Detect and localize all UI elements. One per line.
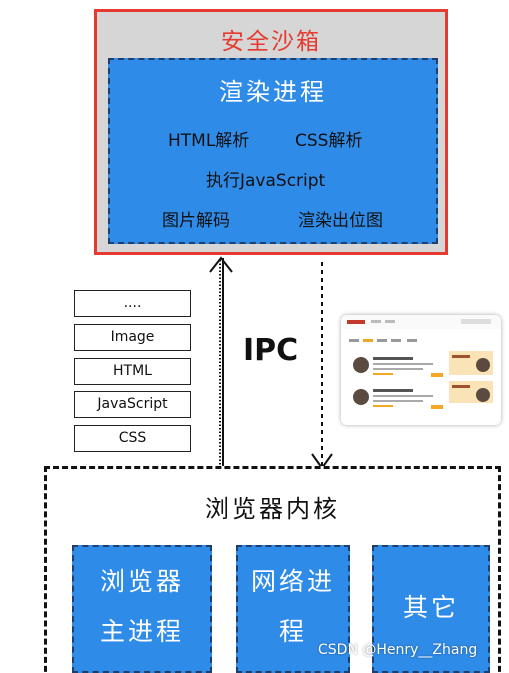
render-process-box: 渲染进程 HTML解析 CSS解析 执行JavaScript 图片解码 渲染出位… (108, 58, 438, 244)
webpage-thumbnail-graphic (341, 315, 501, 425)
browser-main-process-line2: 主进程 (99, 617, 184, 646)
ipc-label: IPC (243, 333, 299, 368)
other-process-box: 其它 (372, 545, 490, 673)
network-process-line2: 程 (278, 617, 307, 646)
arrow-up-to-sandbox (209, 256, 233, 468)
message-box-html: HTML (74, 358, 191, 385)
watermark: CSDN @Henry__Zhang (318, 642, 478, 658)
message-box-ellipsis: .... (74, 290, 191, 317)
task-css-parse: CSS解析 (295, 131, 363, 151)
arrow-down-to-kernel (311, 262, 333, 470)
message-box-css: CSS (74, 425, 191, 452)
task-execute-javascript: 执行JavaScript (206, 171, 326, 191)
task-image-decode: 图片解码 (162, 211, 230, 231)
message-box-image: Image (74, 324, 191, 351)
network-process-line1: 网络进 (250, 567, 335, 596)
task-html-parse: HTML解析 (168, 131, 250, 151)
browser-main-process-line1: 浏览器 (99, 567, 184, 596)
task-render-bitmap: 渲染出位图 (298, 211, 383, 231)
other-process-line1: 其它 (402, 593, 459, 622)
browser-main-process-box: 浏览器 主进程 (72, 545, 212, 673)
render-process-title: 渲染进程 (219, 78, 327, 106)
message-box-javascript: JavaScript (74, 391, 191, 418)
browser-kernel-title: 浏览器内核 (205, 495, 340, 523)
network-process-box: 网络进 程 (236, 545, 350, 673)
sandbox-title: 安全沙箱 (221, 29, 321, 55)
webpage-thumbnail (341, 315, 501, 425)
